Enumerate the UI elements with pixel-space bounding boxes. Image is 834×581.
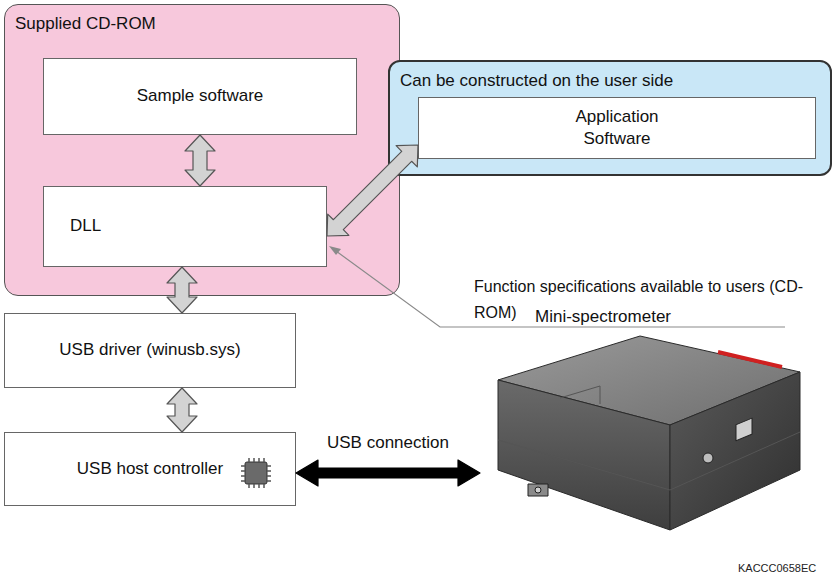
callout-note: Function specifications available to use… bbox=[474, 274, 832, 325]
box-label: Sample software bbox=[137, 85, 264, 107]
cd-rom-panel: Supplied CD-ROM Sample softwareDLL bbox=[4, 4, 400, 296]
driver-box: USB driver (winusb.sys) bbox=[4, 313, 296, 388]
connector-label: USB connection bbox=[327, 429, 449, 456]
user-side-panel: Can be constructed on the user sideAppli… bbox=[388, 60, 832, 176]
figure-code: KACCC0658EC bbox=[738, 562, 830, 575]
software-box: Sample software bbox=[43, 58, 357, 135]
panel-heading: Mini-spectrometer bbox=[535, 306, 671, 328]
leader-arrowhead bbox=[329, 246, 341, 255]
box-label: USB driver (winusb.sys) bbox=[59, 339, 240, 361]
block-arrow bbox=[296, 460, 480, 486]
panel-heading: Can be constructed on the user side bbox=[400, 70, 673, 92]
spectrometer-node: Mini-spectrometer bbox=[480, 300, 810, 535]
block-arrow bbox=[185, 135, 215, 186]
block-arrow bbox=[167, 267, 197, 313]
spectrometer-illustration bbox=[498, 336, 800, 530]
leader-line bbox=[336, 251, 785, 327]
box-label: Application Software bbox=[562, 106, 672, 150]
block-arrow bbox=[167, 388, 197, 432]
host-controller-box: USB host controller bbox=[4, 432, 296, 506]
box-label: USB host controller bbox=[77, 458, 223, 480]
application-box: Application Software bbox=[418, 97, 816, 159]
dll-box: DLL bbox=[43, 186, 327, 267]
block-arrow bbox=[327, 145, 418, 236]
box-label: DLL bbox=[70, 215, 101, 237]
chip-icon bbox=[241, 458, 271, 488]
panel-heading: Supplied CD-ROM bbox=[15, 13, 156, 35]
